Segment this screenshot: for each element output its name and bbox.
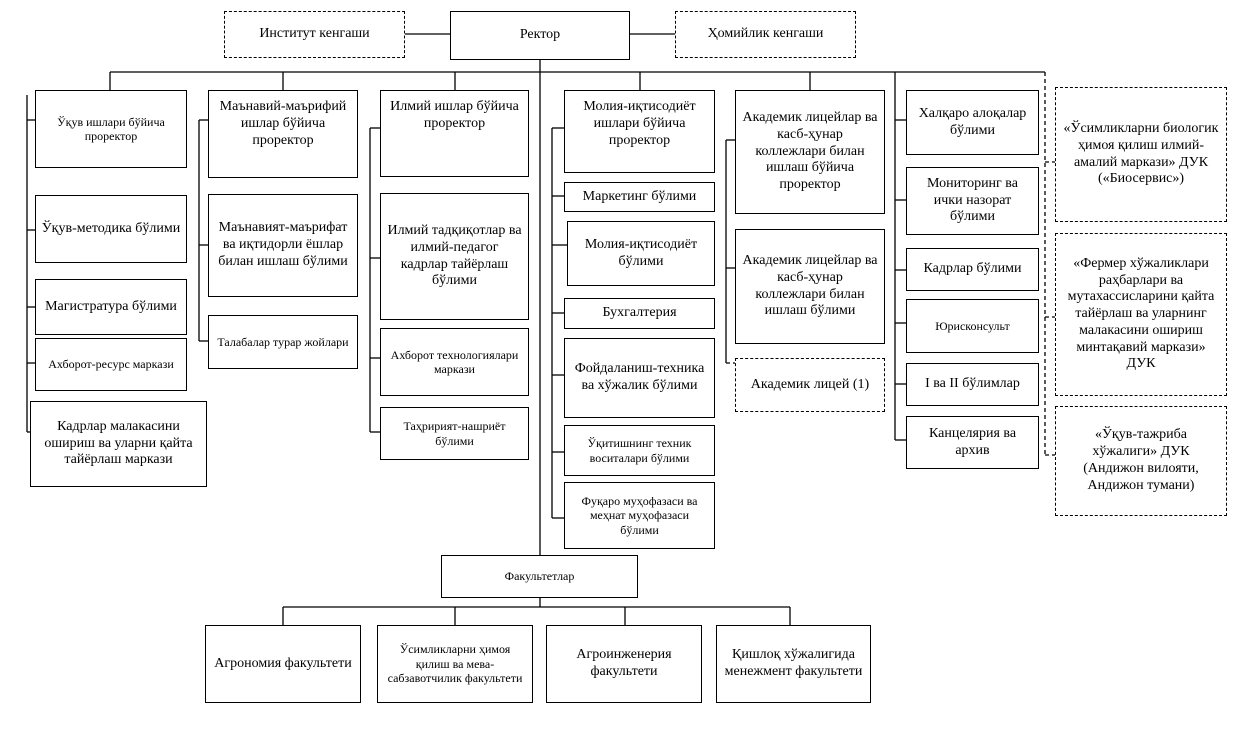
faculty-label-4: Қишлоқ хўжалигида менежмент факультети	[724, 647, 863, 679]
col4-label-3: Молия-иқтисодиёт бўлими	[584, 236, 698, 269]
col4-box-7: Фуқаро муҳофазаси ва меҳнат муҳофазаси б…	[564, 482, 715, 549]
col3-label-4: Таҳририят-нашриёт бўлими	[403, 419, 506, 448]
col1-box-1: Ўқув ишлари бўйича проректор	[35, 90, 187, 168]
col5-label-1: Академик лицейлар ва касб-ҳунар коллежла…	[742, 110, 878, 193]
col6-label-2: Мониторинг ва ички назорат бўлими	[927, 175, 1018, 225]
col6-box-1: Халқаро алоқалар бўлими	[906, 90, 1039, 155]
col7-label-1: «Ўсимликларни биологик ҳимоя қилиш илмий…	[1063, 120, 1219, 187]
col6-label-5: I ва II бўлимлар	[925, 376, 1020, 392]
col1-label-3: Магистратура бўлими	[45, 298, 177, 314]
col3-box-1: Илмий ишлар бўйича проректор	[380, 90, 529, 177]
faculty-box-3: Агроинженерия факультети	[546, 625, 702, 703]
col4-box-1: Молия-иқтисодиёт ишлари бўйича проректор	[564, 90, 715, 173]
col7-label-3: «Ўқув-тажриба хўжалиги» ДУК (Андижон вил…	[1083, 427, 1199, 493]
col4-box-5: Фойдаланиш-техника ва хўжалик бўлими	[564, 338, 715, 418]
faculty-box-2: Ўсимликларни ҳимоя қилиш ва мева-сабзаво…	[377, 625, 533, 703]
col4-box-2: Маркетинг бўлими	[564, 182, 715, 212]
col3-box-2: Илмий тадқиқотлар ва илмий-педагог кадрл…	[380, 193, 529, 320]
col7-box-3: «Ўқув-тажриба хўжалиги» ДУК (Андижон вил…	[1055, 406, 1227, 516]
faculties-label: Факультетлар	[504, 569, 575, 584]
col5-label-2: Академик лицейлар ва касб-ҳунар коллежла…	[742, 252, 878, 319]
col1-box-3: Магистратура бўлими	[35, 279, 187, 335]
col4-box-4: Бухгалтерия	[564, 298, 715, 329]
rector-box: Ректор	[450, 11, 630, 60]
col2-box-1: Маънавий-маърифий ишлар бўйича проректор	[208, 90, 358, 178]
col6-label-1: Халқаро алоқалар бўлими	[918, 105, 1027, 138]
col3-label-1: Илмий ишлар бўйича проректор	[390, 99, 519, 131]
col4-label-7: Фуқаро муҳофазаси ва меҳнат муҳофазаси б…	[581, 493, 698, 537]
col6-label-6: Канцелярия ва архив	[928, 425, 1017, 458]
sponsor-council-box: Ҳомийлик кенгаши	[675, 11, 856, 58]
col1-label-1: Ўқув ишлари бўйича проректор	[57, 114, 165, 143]
faculty-label-3: Агроинженерия факультети	[576, 647, 672, 679]
rector-label: Ректор	[519, 27, 561, 43]
col1-label-2: Ўқув-методика бўлими	[41, 220, 181, 236]
col6-box-3: Кадрлар бўлими	[906, 248, 1039, 291]
col6-box-4: Юрисконсульт	[906, 299, 1039, 353]
col7-label-2: «Фермер хўжаликлари раҳбарлари ва мутаха…	[1067, 255, 1215, 372]
institute-council-box: Институт кенгаши	[224, 11, 405, 58]
col2-box-2: Маънавият-маърифат ва иқтидорли ёшлар би…	[208, 194, 358, 297]
col4-label-5: Фойдаланиш-техника ва хўжалик бўлими	[574, 361, 705, 393]
col4-label-6: Ўқитишнинг техник воситалари бўлими	[587, 436, 692, 465]
col7-box-2: «Фермер хўжаликлари раҳбарлари ва мутаха…	[1055, 233, 1227, 396]
faculty-box-4: Қишлоқ хўжалигида менежмент факультети	[716, 625, 871, 703]
col3-box-3: Ахборот технологиялари маркази	[380, 328, 529, 396]
col2-label-3: Талабалар турар жойлари	[217, 334, 349, 349]
col5-label-3: Академик лицей (1)	[750, 376, 870, 392]
col6-box-6: Канцелярия ва архив	[906, 416, 1039, 469]
sponsor-council-label: Ҳомийлик кенгаши	[707, 26, 824, 42]
faculty-label-2: Ўсимликларни ҳимоя қилиш ва мева-сабзаво…	[387, 642, 523, 686]
col5-box-1: Академик лицейлар ва касб-ҳунар коллежла…	[735, 90, 885, 214]
col1-box-2: Ўқув-методика бўлими	[35, 195, 187, 263]
col4-label-4: Бухгалтерия	[602, 305, 677, 321]
col2-label-1: Маънавий-маърифий ишлар бўйича проректор	[219, 99, 347, 148]
col4-label-2: Маркетинг бўлими	[582, 188, 697, 204]
col2-box-3: Талабалар турар жойлари	[208, 315, 358, 369]
col5-box-3: Академик лицей (1)	[735, 358, 885, 412]
col6-label-3: Кадрлар бўлими	[923, 261, 1022, 277]
col6-box-5: I ва II бўлимлар	[906, 363, 1039, 406]
col1-box-4: Ахборот-ресурс маркази	[35, 338, 187, 391]
col4-label-1: Молия-иқтисодиёт ишлари бўйича проректор	[583, 99, 696, 148]
col3-label-2: Илмий тадқиқотлар ва илмий-педагог кадрл…	[387, 222, 522, 289]
col3-label-3: Ахборот технологиялари маркази	[390, 347, 519, 376]
col1-box-5: Кадрлар малакасини ошириш ва уларни қайт…	[30, 401, 207, 487]
col3-box-4: Таҳририят-нашриёт бўлими	[380, 407, 529, 460]
col4-box-6: Ўқитишнинг техник воситалари бўлими	[564, 425, 715, 476]
col7-box-1: «Ўсимликларни биологик ҳимоя қилиш илмий…	[1055, 87, 1227, 222]
col1-label-5: Кадрлар малакасини ошириш ва уларни қайт…	[44, 418, 193, 468]
col6-box-2: Мониторинг ва ички назорат бўлими	[906, 167, 1039, 235]
institute-council-label: Институт кенгаши	[259, 26, 370, 42]
col4-box-3: Молия-иқтисодиёт бўлими	[567, 221, 715, 286]
faculties-box: Факультетлар	[441, 555, 638, 598]
faculty-label-1: Агрономия факультети	[214, 655, 352, 671]
col5-box-2: Академик лицейлар ва касб-ҳунар коллежла…	[735, 229, 885, 344]
faculty-box-1: Агрономия факультети	[205, 625, 361, 703]
col2-label-2: Маънавият-маърифат ва иқтидорли ёшлар би…	[218, 220, 348, 269]
col1-label-4: Ахборот-ресурс маркази	[48, 357, 174, 372]
col6-label-4: Юрисконсульт	[935, 318, 1010, 333]
